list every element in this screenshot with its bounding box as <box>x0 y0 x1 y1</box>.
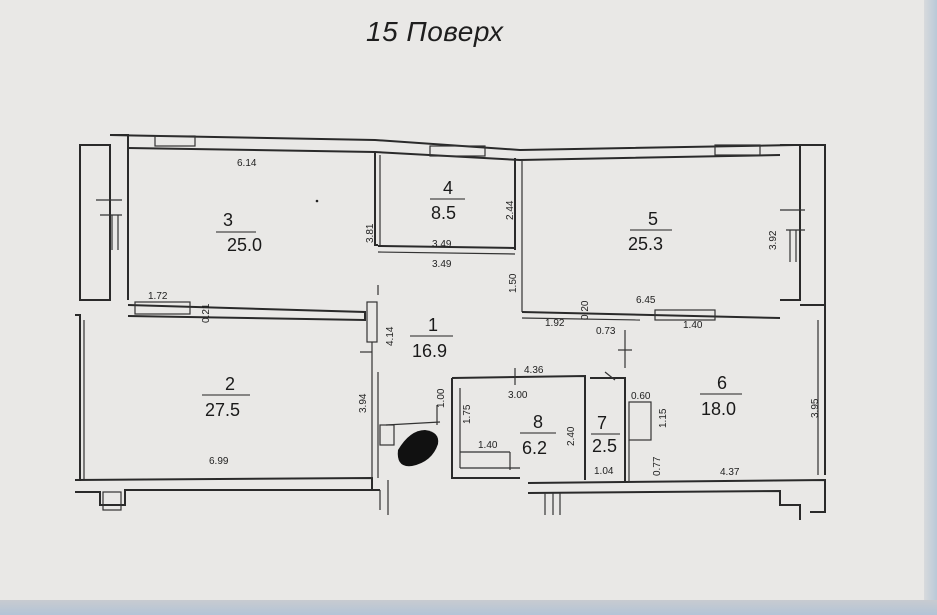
dim-3-92: 3.92 <box>768 230 779 250</box>
room-8-area: 6.2 <box>522 438 547 458</box>
room-2-id: 2 <box>225 374 235 394</box>
room-4-area: 8.5 <box>431 203 456 223</box>
dim-1-00: 1.00 <box>436 388 447 408</box>
room-2-area: 27.5 <box>205 400 240 420</box>
dim-3-95: 3.95 <box>810 398 821 418</box>
dim-1-50: 1.50 <box>508 273 519 293</box>
dim-6-45: 6.45 <box>636 295 656 306</box>
dim-1-40-a: 1.40 <box>683 320 703 331</box>
interior-walls <box>127 152 781 483</box>
dim-6-99: 6.99 <box>209 456 229 467</box>
dim-1-72: 1.72 <box>148 291 168 302</box>
dim-0-77: 0.77 <box>652 456 663 476</box>
dim-3-49-top: 3.49 <box>432 239 452 250</box>
dim-0-60: 0.60 <box>631 391 651 402</box>
room-1: 1 16.9 <box>410 315 453 361</box>
room-8-id: 8 <box>533 412 543 432</box>
dim-4-14: 4.14 <box>385 326 396 346</box>
dim-3-81: 3.81 <box>365 223 376 243</box>
plan-sheet <box>0 0 924 600</box>
dot-mark <box>315 199 319 203</box>
room-5-id: 5 <box>648 209 658 229</box>
room-4-id: 4 <box>443 178 453 198</box>
room-3: 3 25.0 <box>216 210 262 255</box>
room-5: 5 25.3 <box>628 209 672 254</box>
dim-1-04: 1.04 <box>594 466 614 477</box>
dim-2-44: 2.44 <box>505 200 516 220</box>
dimension-labels: 6.14 1.72 6.99 3.49 3.49 6.45 1.92 0.73 … <box>148 158 821 478</box>
room-6-id: 6 <box>717 373 727 393</box>
room-5-area: 25.3 <box>628 234 663 254</box>
room-2: 2 27.5 <box>202 374 250 420</box>
dim-3-49-bottom: 3.49 <box>432 259 452 270</box>
dim-4-36: 4.36 <box>524 365 544 376</box>
dim-1-75: 1.75 <box>462 404 473 424</box>
room-1-id: 1 <box>428 315 438 335</box>
dim-4-37: 4.37 <box>720 467 740 478</box>
room-6-area: 18.0 <box>701 399 736 419</box>
room-7-area: 2.5 <box>592 436 617 456</box>
room-3-area: 25.0 <box>227 235 262 255</box>
dim-3-94: 3.94 <box>358 393 369 413</box>
dim-0-73: 0.73 <box>596 326 616 337</box>
floor-title: 15 Поверх <box>366 16 504 47</box>
room-labels: 3 25.0 4 8.5 5 25.3 1 16.9 2 27.5 6 18.0 <box>202 178 742 458</box>
room-1-area: 16.9 <box>412 341 447 361</box>
dim-2-40: 2.40 <box>566 426 577 446</box>
dim-0-20: 0.20 <box>580 300 591 320</box>
dim-1-92: 1.92 <box>545 318 565 329</box>
room-8: 8 6.2 <box>520 412 556 458</box>
dim-3-00: 3.00 <box>508 390 528 401</box>
room-3-id: 3 <box>223 210 233 230</box>
dim-1-40-b: 1.40 <box>478 440 498 451</box>
scribble-mark <box>397 430 439 467</box>
dim-0-21: 0.21 <box>201 303 212 323</box>
dim-1-15: 1.15 <box>658 408 669 428</box>
scan-border-bottom <box>0 600 937 615</box>
dim-6-14: 6.14 <box>237 158 257 169</box>
room-6: 6 18.0 <box>700 373 742 419</box>
room-4: 4 8.5 <box>430 178 465 223</box>
room-7: 7 2.5 <box>591 413 620 456</box>
room-7-id: 7 <box>597 413 607 433</box>
outer-walls <box>74 134 826 520</box>
scan-border-right <box>924 0 937 615</box>
